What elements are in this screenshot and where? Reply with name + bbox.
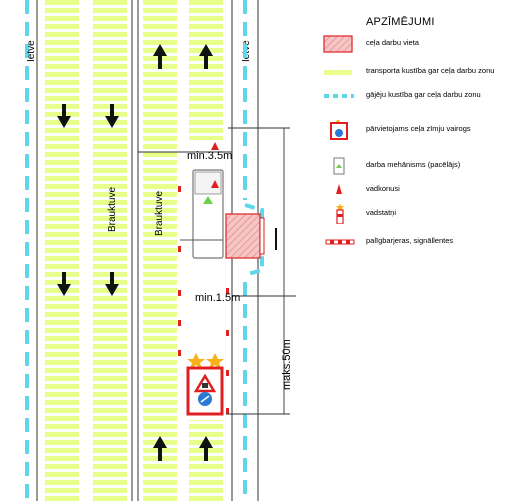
dimension-lines [138,127,296,415]
legend-item-work-zone: ceļa darbu vieta [318,34,523,54]
barrier-icon [325,239,355,245]
legend-item-vehicle-lane: transporta kustība gar ceļa darbu zonu [318,62,523,82]
legend-item-guide-post: vadstatņi [318,204,523,224]
dim-min-1-5: min.1.5m [195,292,240,304]
pedestrian-detour [244,203,264,277]
legend-title: APZĪMĒJUMI [366,16,435,28]
lane-right-1 [143,0,177,501]
pedestrian-path-icon [324,94,354,98]
arrow-down-icon [57,272,71,296]
label-brauktuve-right: Brauktuve [154,191,165,236]
legend-text: pārvietojams ceļa zīmju vairogs [366,124,471,133]
work-machine-icon [180,169,224,259]
lane-left-2 [93,0,127,501]
legend-item-machine: darba mehānisms (pacēlājs) [318,156,523,176]
work-zone-icon [323,35,353,53]
legend-text: ceļa darbu vieta [366,38,419,47]
legend-text: vadkonusi [366,184,400,193]
vehicle-lanes [45,0,223,501]
legend-text: gājēju kustība gar ceļa darbu zonu [366,90,481,99]
guide-post-icon [336,204,344,224]
vehicle-lane-icon [324,68,352,76]
legend-item-barrier: palīgbarjeras, signāllentes [318,232,523,252]
mobile-sign-icon [330,120,348,140]
label-brauktuve-left: Brauktuve [107,187,118,232]
legend-item-cone: vadkonusi [318,180,523,200]
arrow-down-icon [105,272,119,296]
arrow-down-icon [105,104,119,128]
legend-text: vadstatņi [366,208,397,217]
arrow-down-icon [57,104,71,128]
lane-right-2-top [189,0,223,140]
work-zone-area [225,213,261,259]
arrow-up-icon [153,44,167,69]
work-zone-barrier [259,217,265,255]
dim-maks-50: maks.50m [281,339,293,390]
traffic-cone-icon [336,184,342,194]
direction-arrows [57,44,213,461]
legend-item-mobile-sign: pārvietojams ceļa zīmju vairogs [318,120,523,140]
work-machine-icon [333,157,345,175]
dim-min-3-5: min.3.5m [187,150,232,162]
legend-text: darba mehānisms (pacēlājs) [366,160,461,169]
mobile-sign-icon [186,353,224,416]
cone-row [178,142,229,414]
arrow-up-icon [199,436,213,461]
arrow-up-icon [199,44,213,69]
label-ietve-left: Ietve [26,40,37,62]
legend-item-pedestrian: gājēju kustība gar ceļa darbu zonu [318,86,523,106]
legend-text: transporta kustība gar ceļa darbu zonu [366,66,495,75]
legend: APZĪMĒJUMI ceļa darbu vieta transporta k… [318,8,523,258]
arrow-up-icon [153,436,167,461]
legend-text: palīgbarjeras, signāllentes [366,236,454,245]
lane-left-1 [45,0,79,501]
